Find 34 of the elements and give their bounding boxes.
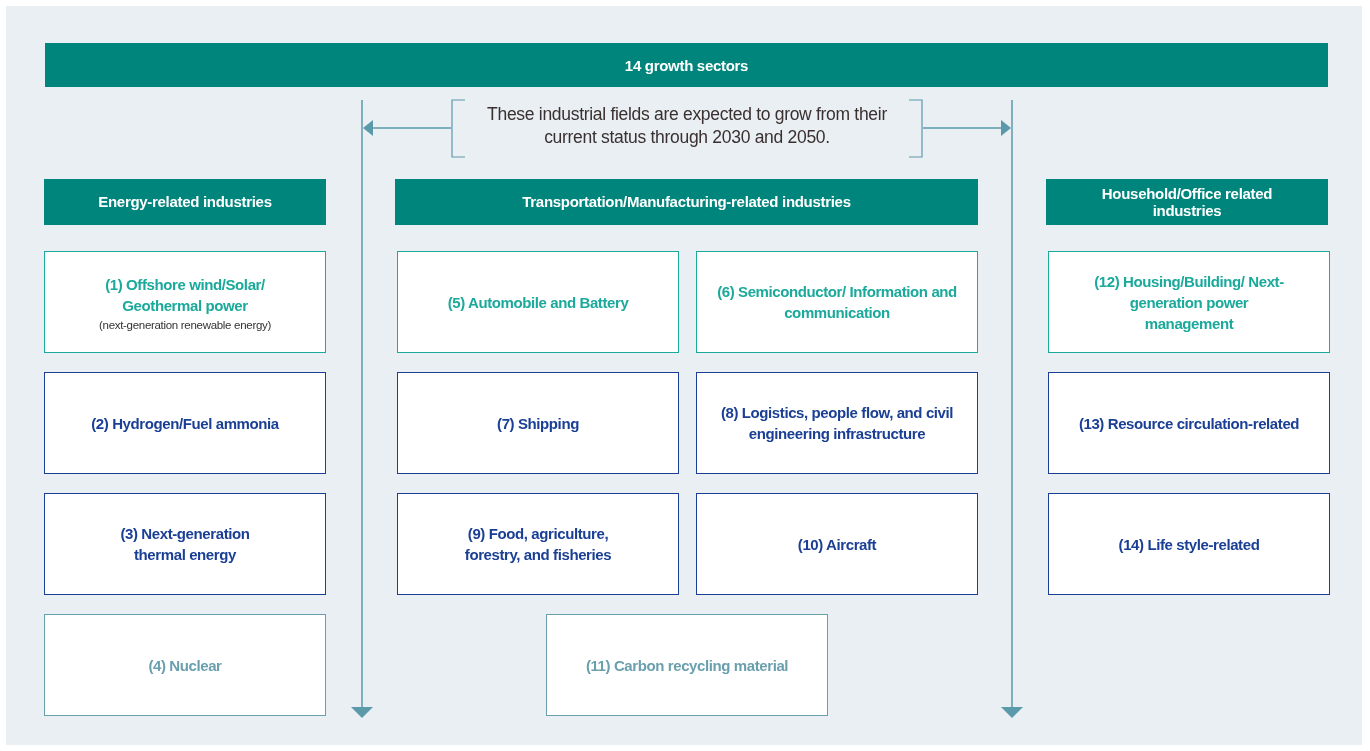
sector-box: [1048, 251, 1330, 353]
sector-name: (13) Resource circulation-related: [1078, 413, 1300, 434]
sector-box: [44, 493, 326, 595]
sector-name: (12) Housing/Building/ Next-generation power management: [1093, 271, 1285, 334]
sector-name: (14) Life style-related: [1118, 534, 1260, 555]
sector-box: [44, 372, 326, 474]
sector-name: (10) Aircraft: [797, 534, 877, 555]
note-text: These industrial fields are expected to grow from their current status through 2030 and 2050.: [486, 103, 888, 149]
sector-name: (1) Offshore wind/Solar/ Geothermal power: [104, 274, 266, 316]
sector-box: [397, 251, 679, 353]
title-banner: 14 growth sectors: [45, 43, 1328, 87]
sector-name: (6) Semiconductor/ Information and communication: [716, 282, 958, 323]
sector-name: (8) Logistics, people flow, and civil engineering infrastructure: [719, 403, 955, 444]
sector-name: (9) Food, agriculture, forestry, and fisheries: [463, 524, 613, 565]
sector-name: (7) Shipping: [497, 413, 579, 434]
sector-box: [696, 493, 978, 595]
sector-box: [44, 251, 326, 353]
sector-box: [44, 614, 326, 716]
sector-box: [397, 372, 679, 474]
sector-box: [397, 493, 679, 595]
sector-box: [1048, 372, 1330, 474]
sector-box: [696, 251, 978, 353]
sector-box: [1048, 493, 1330, 595]
sector-name: (2) Hydrogen/Fuel ammonia: [91, 413, 279, 434]
sector-box: [696, 372, 978, 474]
category-header: Energy-related industries: [44, 179, 326, 225]
sector-name: (4) Nuclear: [148, 655, 222, 676]
sector-name: (3) Next-generation thermal energy: [119, 524, 251, 565]
category-header: Transportation/Manufacturing-related industries: [395, 179, 978, 225]
category-header: Household/Office related industries: [1046, 179, 1328, 225]
sector-note: (next-generation renewable energy): [99, 318, 271, 331]
sector-box: [546, 614, 828, 716]
sector-name: (11) Carbon recycling material: [585, 655, 789, 676]
sector-name: (5) Automobile and Battery: [447, 292, 629, 313]
